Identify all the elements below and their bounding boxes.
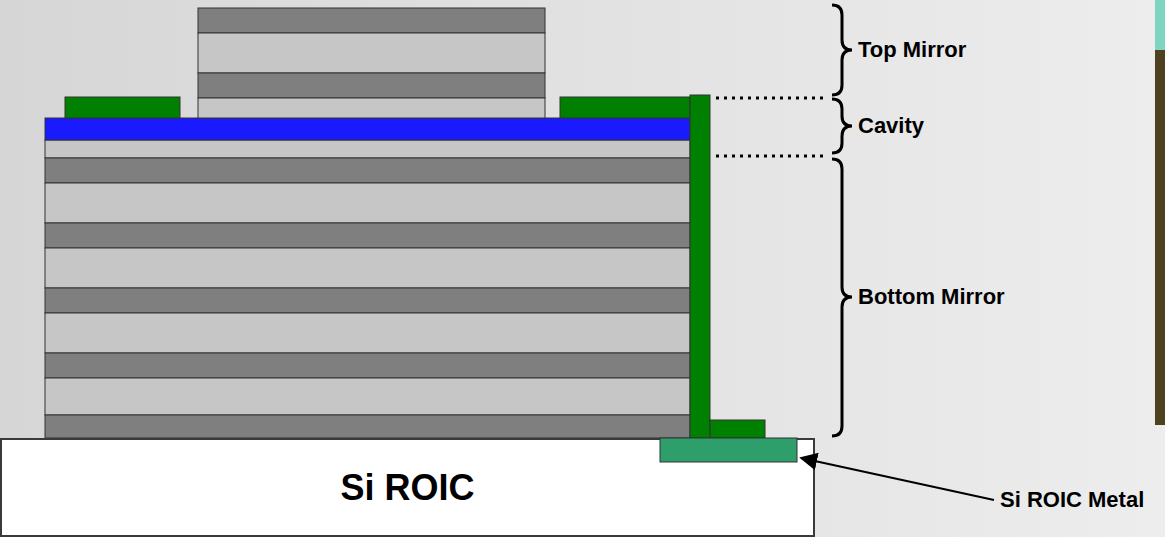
mirror-layer: [45, 353, 690, 378]
mirror-layer: [198, 98, 545, 118]
top-contact: [560, 97, 690, 118]
mirror-layer: [45, 158, 690, 183]
cropped-photo: [1155, 0, 1165, 50]
cavity-layer: [45, 118, 690, 140]
mirror-layer: [45, 183, 690, 223]
mirror-layer: [45, 223, 690, 248]
guide-line: [716, 155, 828, 158]
guide-line: [716, 97, 828, 100]
leader-arrow: [801, 458, 994, 500]
mirror-layer: [45, 378, 690, 415]
mirror-layer: [45, 140, 690, 158]
top-contact: [65, 97, 180, 118]
brace: [832, 159, 852, 436]
bottom-mirror: [45, 140, 690, 438]
mirror-layer: [45, 313, 690, 353]
substrate-box: Si ROIC: [0, 438, 815, 537]
bottom-contact: [710, 420, 765, 438]
node-label: Si ROIC: [340, 467, 474, 509]
top-mirror: [198, 8, 545, 118]
brace: [832, 5, 852, 95]
layer-label: Bottom Mirror: [858, 284, 1005, 310]
cropped-photo: [1155, 0, 1165, 425]
brace: [832, 99, 852, 153]
mirror-layer: [198, 8, 545, 33]
callout-label: Si ROIC Metal: [1000, 487, 1144, 513]
mirror-layer: [45, 415, 690, 438]
mirror-layer: [198, 33, 545, 73]
mirror-layer: [45, 248, 690, 288]
layer-label: Cavity: [858, 113, 924, 139]
brace: [832, 5, 852, 436]
mirror-layer: [198, 73, 545, 98]
mirror-layer: [45, 288, 690, 313]
via-metal: [690, 95, 710, 438]
layer-label: Top Mirror: [858, 37, 966, 63]
